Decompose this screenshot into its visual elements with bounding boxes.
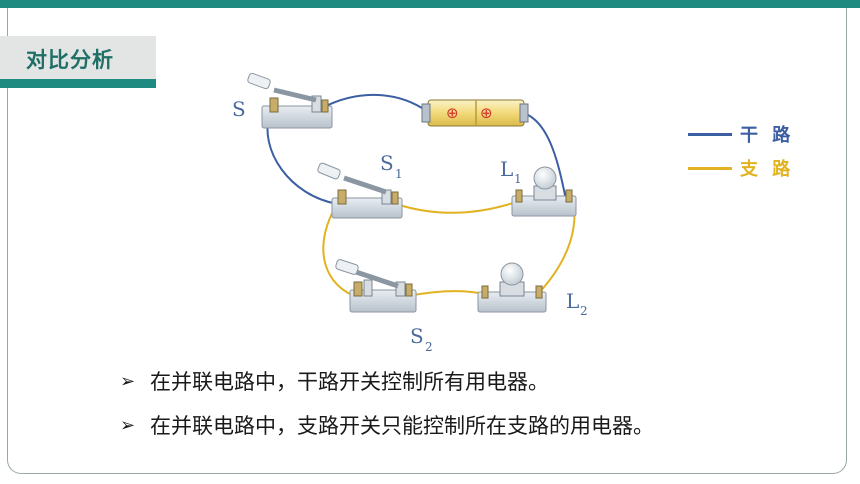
wire-s-to-battery	[321, 93, 429, 113]
top-accent-bar	[0, 0, 860, 8]
label-l1: L	[500, 157, 513, 181]
legend-main-label: 干 路	[740, 125, 795, 146]
wire-left-branch	[322, 205, 355, 297]
legend-main-line	[688, 132, 732, 136]
title-accent-bar	[0, 79, 156, 88]
arrow-bullet-icon: ➢	[120, 370, 136, 392]
switch-s2	[335, 259, 417, 313]
label-s: S	[232, 97, 246, 121]
label-l2-sub: 2	[580, 304, 588, 318]
bullet-item: ➢ 在并联电路中，支路开关只能控制所在支路的用电器。	[120, 410, 654, 440]
bullet-text: 在并联电路中，干路开关控制所有用电器。	[150, 370, 549, 394]
legend-branch-line	[688, 166, 732, 170]
wire-l2-to-l1	[537, 203, 576, 295]
battery-plus-left-icon: ⊕	[446, 104, 459, 122]
legend-main: 干 路	[688, 122, 794, 146]
label-l1-sub: 1	[514, 172, 522, 186]
arrow-bullet-icon: ➢	[120, 414, 136, 436]
wire-s2-to-l2	[407, 290, 485, 297]
bullet-text: 在并联电路中，支路开关只能控制所在支路的用电器。	[150, 414, 654, 438]
lamp-l2	[477, 262, 547, 313]
label-s1: S	[380, 151, 394, 175]
switch-s1	[317, 162, 403, 219]
label-s2-sub: 2	[425, 340, 433, 354]
label-s1-sub: 1	[395, 167, 403, 181]
label-s2: S	[410, 324, 424, 348]
page-title: 对比分析	[26, 48, 114, 72]
legend-branch-label: 支 路	[740, 159, 795, 180]
bullet-item: ➢ 在并联电路中，干路开关控制所有用电器。	[120, 366, 549, 396]
battery: ⊕ ⊕	[421, 99, 529, 127]
slide-frame	[7, 8, 847, 474]
battery-plus-right-icon: ⊕	[480, 104, 493, 122]
legend-branch: 支 路	[688, 156, 794, 180]
wire-s1-to-l1	[395, 201, 517, 214]
label-l2: L	[566, 289, 579, 313]
switch-s	[247, 72, 333, 129]
lamp-l1	[511, 166, 577, 217]
